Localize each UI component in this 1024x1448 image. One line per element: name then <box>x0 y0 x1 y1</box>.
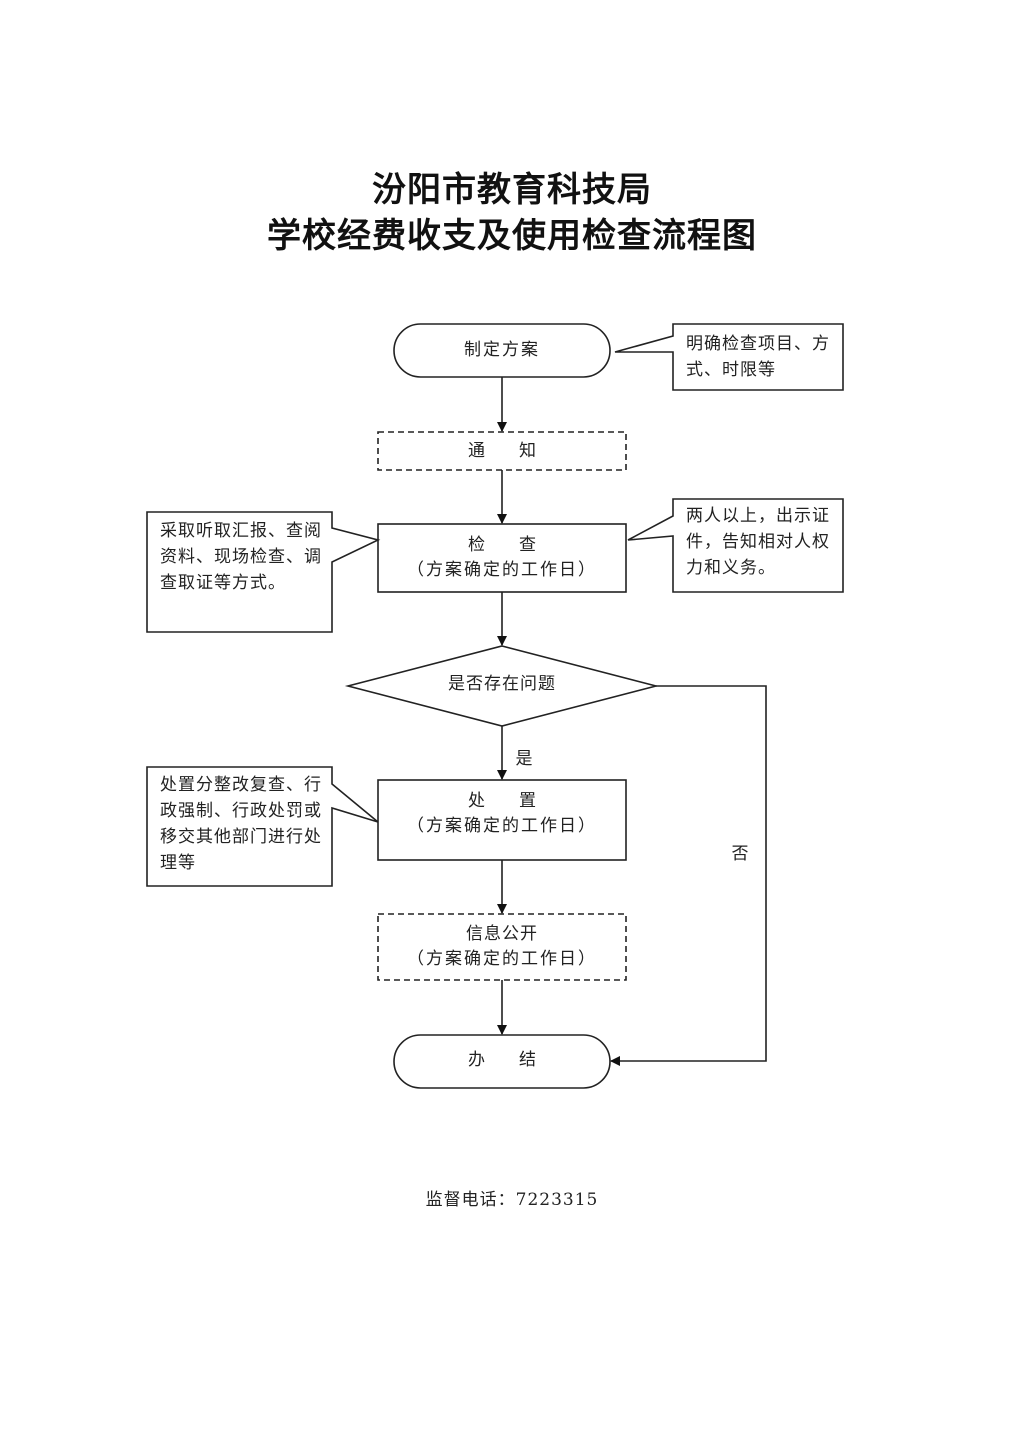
handle-node-subtitle: （方案确定的工作日） <box>407 816 597 836</box>
handle-node-title: 处 置 <box>468 791 536 811</box>
inspect-left-callout <box>146 511 381 633</box>
no-edge-label: 否 <box>731 844 749 864</box>
disclose-node-shape <box>377 913 627 981</box>
plan-node-label: 制定方案 <box>464 340 540 360</box>
inspect-right-note-text: 两人以上，出示证件，告知相对人权力和义务。 <box>686 506 830 578</box>
title-line-2: 学校经费收支及使用检查流程图 <box>267 216 757 256</box>
plan-note-text: 明确检查项目、方式、时限等 <box>686 334 830 380</box>
handle-note-callout <box>146 766 379 887</box>
disclose-node-subtitle: （方案确定的工作日） <box>407 949 597 969</box>
decision-node-label: 是否存在问题 <box>448 674 556 694</box>
yes-edge-label: 是 <box>515 749 533 769</box>
plan-note-callout <box>614 323 844 391</box>
close-node-label: 办 结 <box>468 1050 536 1070</box>
disclose-node-title: 信息公开 <box>466 924 538 944</box>
title-line-1: 汾阳市教育科技局 <box>372 170 652 210</box>
handle-note-text: 处置分整改复查、行政强制、行政处罚或移交其他部门进行处理等 <box>160 775 322 873</box>
inspect-node-subtitle: （方案确定的工作日） <box>407 560 597 580</box>
inspect-node-title: 检 查 <box>468 535 536 555</box>
supervision-phone: 监督电话：7223315 <box>425 1190 599 1210</box>
inspect-right-callout <box>627 498 844 593</box>
edge-decision-no-to-close <box>610 685 767 1066</box>
notify-node-label: 通 知 <box>468 441 536 461</box>
inspect-left-note-text: 采取听取汇报、查阅资料、现场检查、调查取证等方式。 <box>160 521 322 593</box>
